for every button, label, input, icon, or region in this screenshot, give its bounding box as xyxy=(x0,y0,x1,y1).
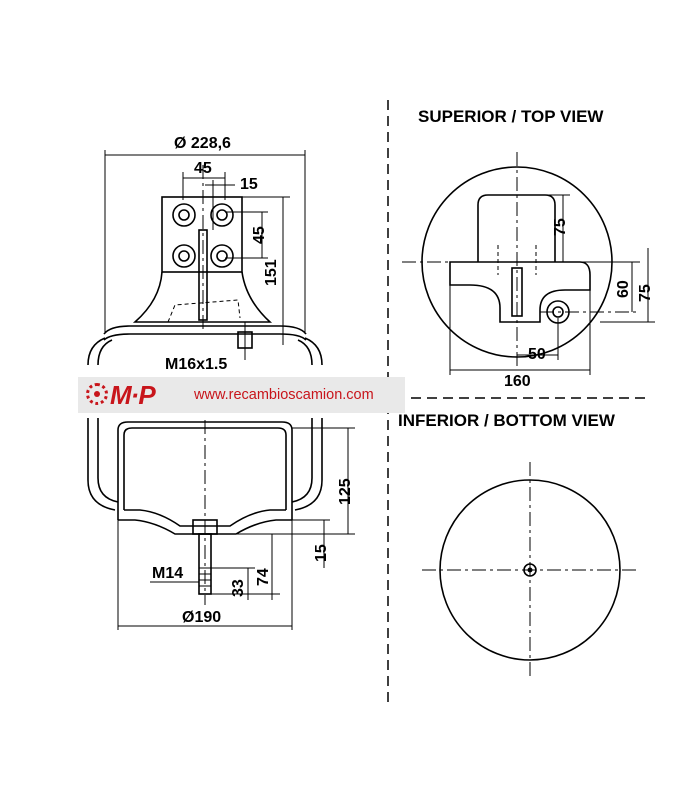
dim-base-offset: 15 xyxy=(313,544,330,562)
dim-75-plate: 75 xyxy=(552,218,569,236)
dim-stud-length: 74 xyxy=(255,568,272,586)
dim-75-side: 75 xyxy=(637,284,654,302)
thread-bottom: M14 xyxy=(152,565,183,582)
top-view: SUPERIOR / TOP VIEW 75 60 75 50 xyxy=(402,107,655,390)
thread-top: M16x1.5 xyxy=(165,356,227,373)
gear-icon xyxy=(86,383,108,405)
dim-offset-15: 15 xyxy=(240,176,258,193)
dim-dia-top: Ø 228,6 xyxy=(174,135,231,152)
dim-bolt-vertical: 45 xyxy=(251,226,268,244)
website-link[interactable]: www.recambioscamion.com xyxy=(194,387,374,403)
brand-logo: M·P xyxy=(78,377,168,413)
dim-stud-thread: 33 xyxy=(230,579,247,597)
side-view-lower: 125 15 74 33 M14 Ø190 xyxy=(87,418,355,630)
dim-dia-bottom: Ø190 xyxy=(182,609,221,626)
brand-banner: M·P www.recambioscamion.com xyxy=(78,377,405,413)
dim-plate-height: 151 xyxy=(263,259,280,286)
logo-text: M·P xyxy=(110,380,156,410)
side-view-upper: Ø 228,6 45 15 45 151 xyxy=(87,135,323,373)
top-view-title: SUPERIOR / TOP VIEW xyxy=(418,107,604,126)
dim-piston-height: 125 xyxy=(337,478,354,505)
dim-60: 60 xyxy=(615,280,632,298)
bottom-view-title: INFERIOR / BOTTOM VIEW xyxy=(398,411,616,430)
dim-160: 160 xyxy=(504,373,531,390)
bottom-view: INFERIOR / BOTTOM VIEW xyxy=(398,411,640,680)
dim-50: 50 xyxy=(528,346,546,363)
